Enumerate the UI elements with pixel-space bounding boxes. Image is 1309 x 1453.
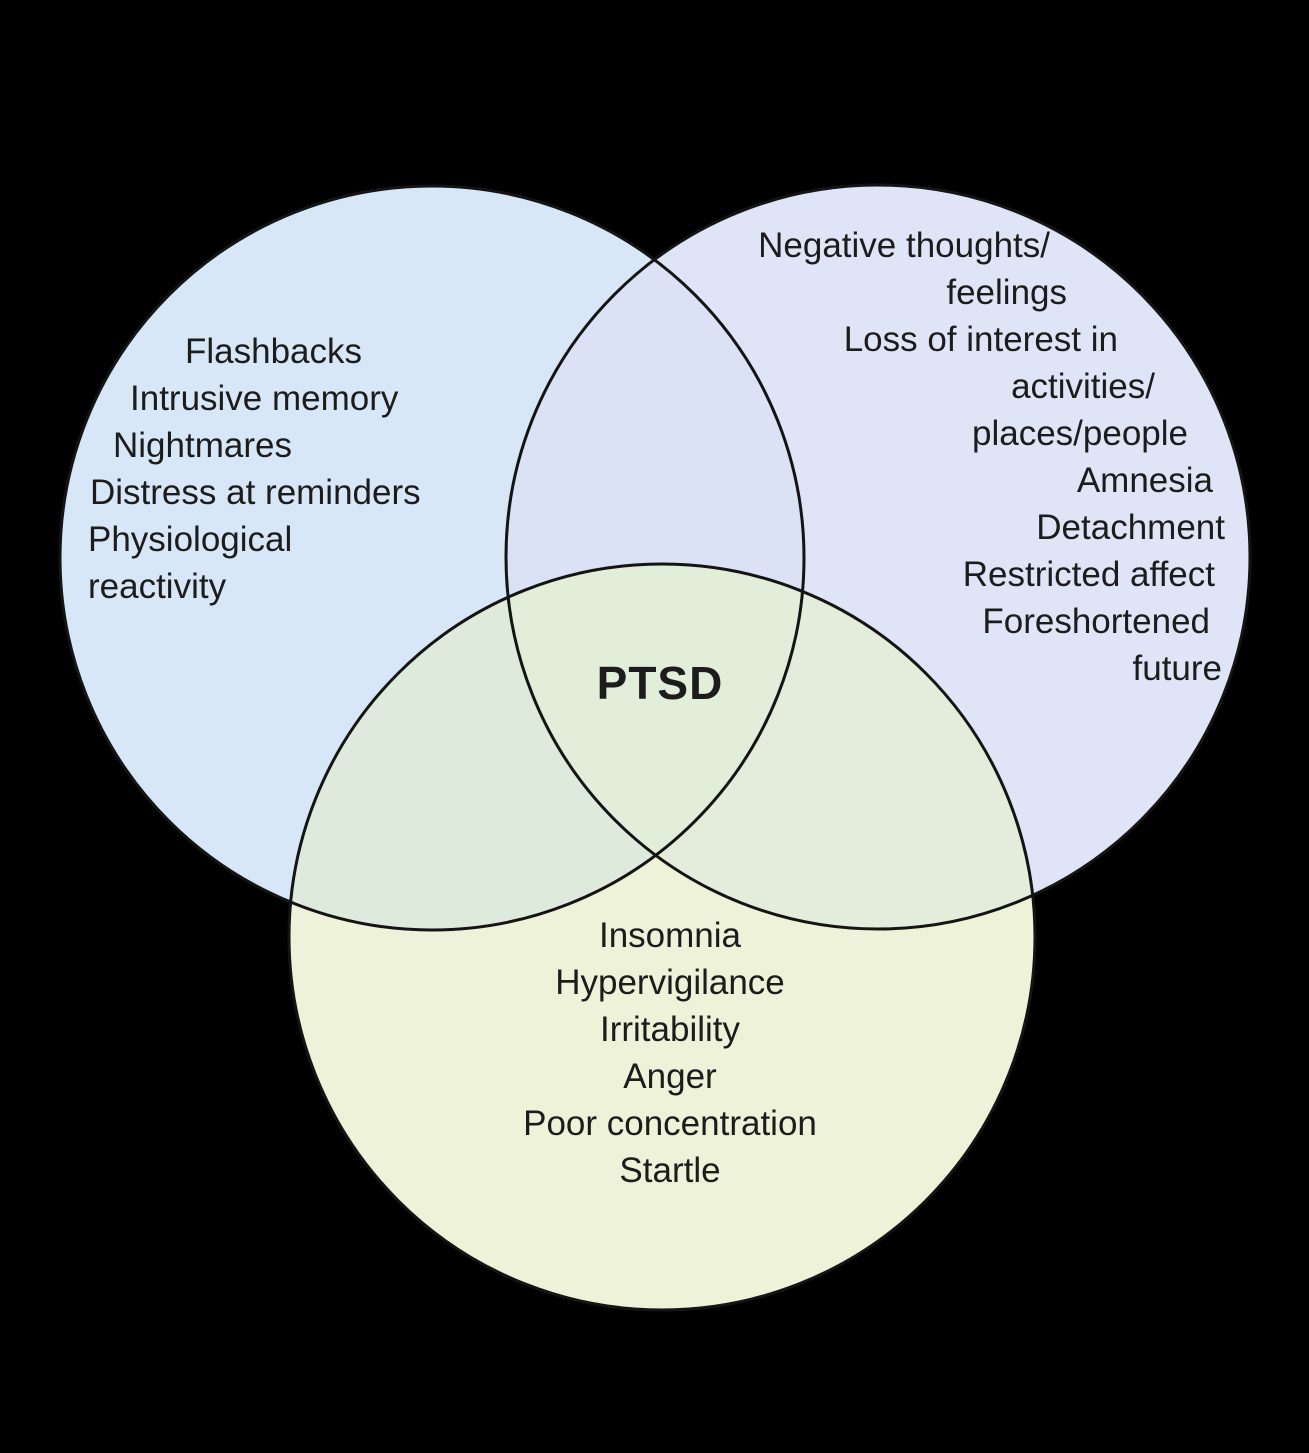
symptom-line: activities/ xyxy=(1011,367,1155,406)
symptom-line: Amnesia xyxy=(1076,461,1213,500)
symptom-line: Anger xyxy=(623,1057,717,1096)
left-circle-text: Flashbacks Intrusive memory Nightmares D… xyxy=(88,328,518,610)
bottom-circle-outline xyxy=(287,562,1037,1312)
symptom-line: Detachment xyxy=(1036,508,1225,547)
symptom-line: Insomnia xyxy=(598,916,742,955)
symptom-line: Nightmares xyxy=(113,426,292,465)
symptom-line: Distress at reminders xyxy=(90,473,421,512)
symptom-line: reactivity xyxy=(88,567,227,606)
symptom-line: Restricted affect xyxy=(962,555,1215,594)
symptom-line: Flashbacks xyxy=(185,332,363,371)
symptom-line: places/people xyxy=(972,414,1188,453)
right-circle-text: Negative thoughts/ feelings Loss of inte… xyxy=(663,222,1225,692)
bottom-circle-text: Insomnia Hypervigilance Irritability Ang… xyxy=(410,912,930,1194)
symptom-line: Hypervigilance xyxy=(555,963,785,1002)
right-circle-outline xyxy=(504,183,1252,931)
symptom-line: Negative thoughts/ xyxy=(758,226,1050,265)
right-bottom-overlap xyxy=(506,564,1035,929)
symptom-line: Physiological xyxy=(88,520,293,559)
symptom-line: future xyxy=(1132,649,1223,688)
symptom-line: Poor concentration xyxy=(523,1104,817,1143)
symptom-line: Loss of interest in xyxy=(843,320,1118,359)
symptom-line: feelings xyxy=(946,273,1067,312)
left-circle-outline xyxy=(58,184,806,932)
symptom-line: Foreshortened xyxy=(982,602,1210,641)
symptom-line: Startle xyxy=(619,1151,721,1190)
symptom-line: Irritability xyxy=(599,1010,741,1049)
left-bottom-overlap xyxy=(289,564,804,930)
symptom-line: Intrusive memory xyxy=(130,379,399,418)
center-label: PTSD xyxy=(596,657,724,709)
